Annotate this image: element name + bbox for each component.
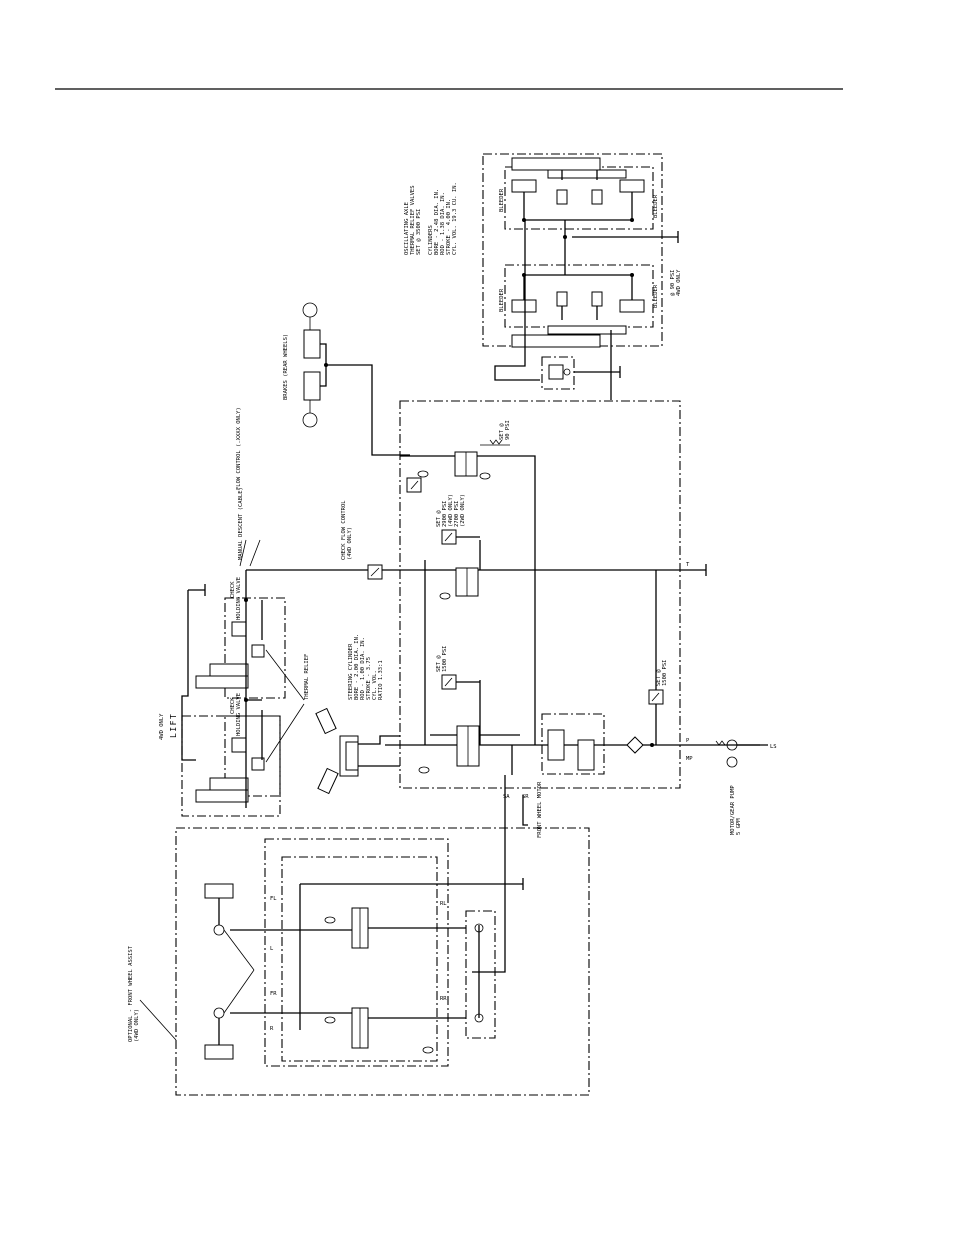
motor-pump-label-b: 5 GPM [736,818,742,835]
thermal-relief-set-label: SET @ 3500 PSI [416,209,422,255]
steering-ratio: RATIO 1.33:1 [378,660,384,700]
port-mp-label: MP [686,756,693,762]
port-r-label: R [270,1026,274,1032]
lift-label: LIFT [169,713,178,738]
steering-stroke: STROKE - 3.75 [366,657,372,700]
check-flow-control-label: CHECK FLOW CONTROL [341,500,347,560]
bleeder-label-1: BLEEDER [499,188,505,212]
axle-relief-valve [541,356,621,390]
holding-valve-label-1: HOLDING VALVE [236,577,242,620]
relief-steer-b: 1500 PSI [442,646,448,673]
port-sa-label: SA [503,794,510,800]
check-flow-control: CHECK FLOW CONTROL (4WD ONLY) [341,500,383,580]
thermal-relief-valves-label: THERMAL RELIEF VALVES [410,185,416,255]
steering-cylinder: STEERING CYLINDER BORE - 2.00 DIA. IN. R… [315,634,400,795]
rear-brakes-group: BRAKES (REAR WHEELS) [283,302,410,456]
steering-bore: BORE - 2.00 DIA. IN. [354,634,360,700]
relief-brake-b: 1500 PSI [662,660,668,687]
front-wheel-motor-line [522,795,528,826]
main-manifold: SET @ 90 PSI SET @ 2900 PSI (4WD ONLY) 2… [246,400,760,800]
lift-note: 4WD ONLY [159,713,165,740]
relief-main-b: 2900 PSI [442,501,448,528]
brakes-label: BRAKES (REAR WHEELS) [283,334,289,400]
flow-control-label: FLOW CONTROL (.XXXX ONLY) [236,407,242,490]
cylinder-stroke-label: STROKE - 4.00 IN. [446,199,452,255]
motor-gear-pump: LS MOTOR/GEAR PUMP 5 GPM [715,739,777,835]
port-fr-label: FR [270,991,277,997]
steering-rod: ROD - 1.00 DIA. IN. [360,637,366,700]
port-sr-label: SR [522,794,529,800]
rear-axle-note: 4WD ONLY [676,269,682,296]
port-t-label: T [686,562,690,568]
lift-group: LIFT 4WD ONLY HOLDING VALVE CHECK HOLDIN… [159,407,310,817]
cylinder-bore-label: BORE - 2.48 DIA. IN. [434,189,440,255]
cylinder-rod-label: ROD - 1.38 DIA. IN. [440,192,446,255]
front-wheel-assist-group: OPTIONAL - FRONT WHEEL ASSIST (4WD ONLY)… [128,775,590,1096]
steering-heading: STEERING CYLINDER [348,643,354,700]
steering-volume: CYL. VOL. [372,670,378,700]
cylinders-heading: CYLINDERS [428,225,434,255]
port-fl-label: FL [270,896,277,902]
brake-relief-label-b: 90 PSI [505,420,511,440]
port-rl-label: RL [440,901,447,907]
motor-pump-label-a: MOTOR/GEAR PUMP [730,785,736,835]
relief-main-e: (2WD ONLY) [460,494,466,527]
thermal-relief-label: THERMAL RELIEF [304,654,310,700]
front-wheel-motor-label: FRONT WHEEL MOTOR [537,781,543,838]
port-p-label: P [686,738,690,744]
brake-relief-label-a: SET @ [499,423,505,440]
holding-valve-label-2: HOLDING VALVE [236,693,242,736]
check-flow-note: (4WD ONLY) [347,527,353,560]
holding-check-label-2: CHECK [230,697,236,714]
cylinder-volume-label: CYL. VOL. 19.3 CU. IN. [452,182,458,255]
relief-brake-a: SET @ [656,669,662,686]
front-wheel-assist-label-a: OPTIONAL - FRONT WHEEL ASSIST [128,945,134,1042]
holding-check-label-1: CHECK [230,581,236,598]
axle-relief-label: @ 90 PSI [670,270,676,297]
port-l-label: L [270,946,274,952]
bleeder-label-3: BLEEDER [499,288,505,312]
bleeder-label-4: BLEEDER [653,284,659,308]
relief-steer-a: SET @ [436,655,442,672]
manual-descent-label: MANUAL DESCENT (CABLE) [238,487,244,560]
port-rr-label: RR [440,996,447,1002]
relief-main-a: SET @ [436,510,442,527]
port-ls-label: LS [770,744,777,750]
oscillating-axle-group: OSCILLATING AXLE THERMAL RELIEF VALVES S… [404,153,682,400]
relief-main-c: (4WD ONLY) [448,494,454,527]
relief-main-d: 2700 PSI [454,501,460,528]
oscillating-axle-label: OSCILLATING AXLE [404,202,410,255]
bleeder-label-2: BLEEDER [653,194,659,218]
front-wheel-assist-label-b: (4WD ONLY) [134,1009,140,1042]
